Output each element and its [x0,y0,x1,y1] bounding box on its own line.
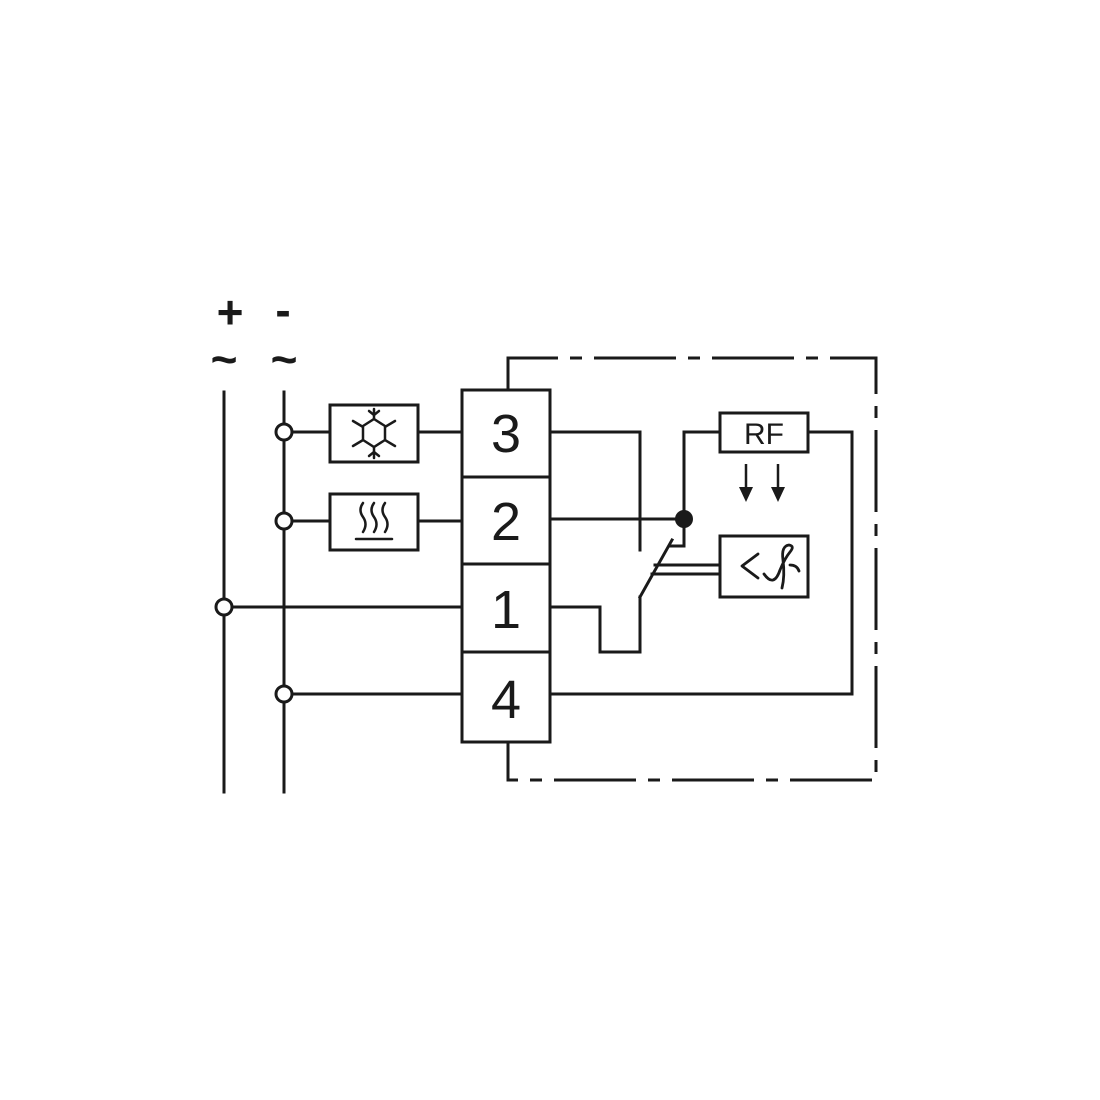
terminal-4-label: 4 [491,670,521,730]
plus-label: + [217,286,244,338]
minus-label: - [275,284,290,336]
ac-label-left: ~ [211,333,238,385]
terminal-1-box [460,562,552,654]
ac-label-right: ~ [271,333,298,385]
wire-terminal-1-common [548,595,642,654]
terminal-1-label: 1 [491,580,521,640]
terminal-2-box [460,475,552,566]
node-terminal-4 [274,684,294,704]
rf-module-box [718,411,810,454]
node-cooling [274,422,294,442]
rf-signal-arrows-icon [739,464,785,502]
device-enclosure-frame [506,356,878,782]
terminal-3-box [460,388,552,479]
temperature-sensor-icon [740,543,801,590]
rf-label: RF [744,418,784,451]
node-plus [214,597,234,617]
snowflake-icon [351,407,397,460]
wire-junction-rf [682,430,722,521]
heat-waves-icon [354,501,394,541]
terminal-4-box [460,650,552,744]
junction-dot [675,510,693,528]
terminal-2-label: 2 [491,492,521,552]
changeover-contact-blade [637,537,675,600]
terminal-3-label: 3 [491,404,521,464]
wire-rf-terminal-4 [548,430,854,696]
wire-terminal-3-contact [548,430,642,552]
node-heating [274,511,294,531]
